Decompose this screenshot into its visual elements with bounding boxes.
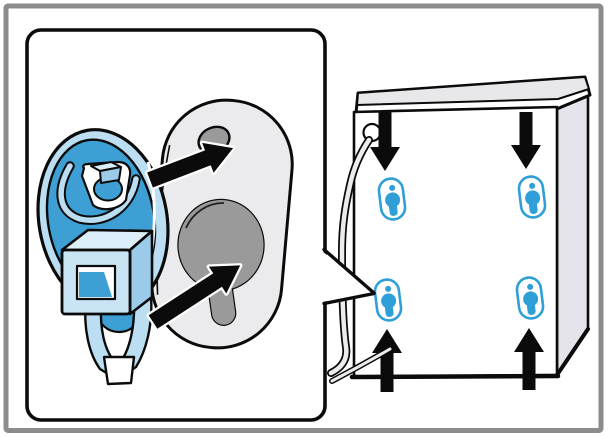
down-arrow-icon-left <box>370 112 400 171</box>
up-arrow-icon-left <box>372 329 402 392</box>
appliance-top-surface <box>356 76 590 106</box>
drain-hose <box>327 136 393 384</box>
figure-frame <box>3 3 604 433</box>
appliance-rear-view <box>327 75 592 392</box>
cap-boss-hole-shadow <box>79 272 112 297</box>
keyhole-circle <box>385 192 401 208</box>
plate-keyhole-fill <box>178 200 264 290</box>
slot-dot <box>527 283 534 290</box>
cap-groove <box>58 163 139 223</box>
detail-view <box>36 98 294 386</box>
mounting-slot-icon-bottom-right <box>515 276 545 320</box>
mounting-slot-icon-top-right <box>517 175 547 219</box>
slot-dot <box>385 285 392 292</box>
mounting-slot-icon-bottom-left <box>373 278 403 322</box>
insert-arrow-bottom <box>146 263 243 331</box>
callout-pointer <box>322 251 374 302</box>
cover-cap <box>36 128 170 386</box>
callout-pointer-outline <box>322 247 376 306</box>
keyhole-circle <box>525 190 541 206</box>
up-arrow-icon-right <box>514 328 544 390</box>
keyhole-circle <box>523 291 539 307</box>
insert-arrow-top <box>144 140 236 190</box>
slot-dot <box>529 182 536 189</box>
mounting-slot-icon-top-left <box>377 177 407 221</box>
slot-dot <box>389 184 396 191</box>
down-arrow-icon-right <box>511 112 541 169</box>
keyhole-inner-lip <box>185 202 225 229</box>
cap-tab-front <box>99 166 122 184</box>
cap-fork-tip <box>102 355 136 386</box>
appliance-side-bottom-edge <box>555 327 590 377</box>
keyhole-circle <box>381 293 397 309</box>
